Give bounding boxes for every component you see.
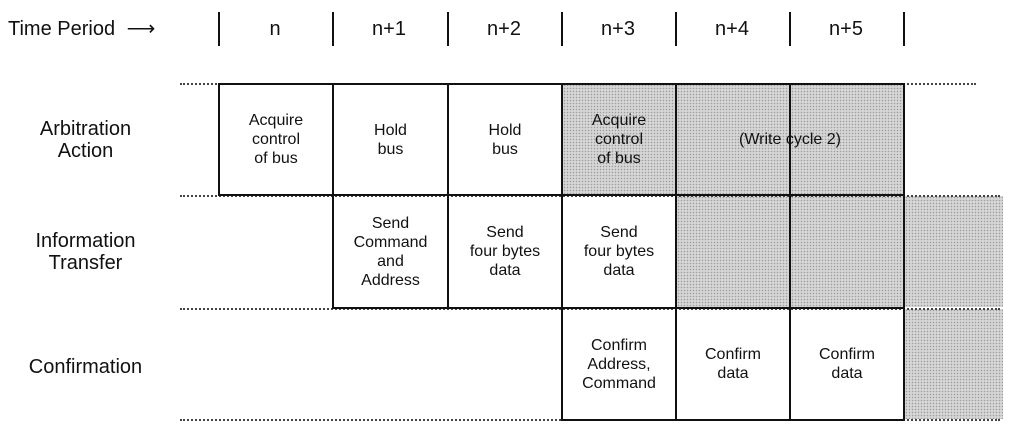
cell-info-n1: Send Command and Address bbox=[332, 194, 449, 309]
cell-arb-n2: Hold bus bbox=[447, 83, 563, 196]
header-separator bbox=[332, 12, 334, 46]
cell-arb-n1: Hold bus bbox=[332, 83, 449, 196]
header-separator bbox=[447, 12, 449, 46]
cell-info-n2: Send four bytes data bbox=[447, 194, 563, 309]
cell-conf-n3: Confirm Address, Command bbox=[561, 307, 677, 421]
cell-arb-n3-text: Acquire control of bus bbox=[591, 112, 647, 167]
cell-arb-n3: Acquire control of bus bbox=[561, 83, 677, 196]
write-cycle-2-shade-information bbox=[677, 196, 1003, 307]
row-label-confirmation: Confirmation bbox=[28, 356, 143, 378]
cell-arb-n2-text: Hold bus bbox=[488, 121, 522, 158]
header-separator bbox=[675, 12, 677, 46]
cell-info-n3-text: Send four bytes data bbox=[583, 224, 655, 279]
cell-info-n1-text: Send Command and Address bbox=[353, 214, 428, 289]
header-separator bbox=[903, 12, 905, 46]
cell-conf-n3-text: Confirm Address, Command bbox=[582, 336, 656, 392]
write-cycle-2-shade-confirmation bbox=[905, 309, 1003, 419]
cell-conf-n4-text: Confirm data bbox=[704, 346, 761, 382]
header-separator bbox=[218, 12, 220, 46]
period-n3: n+3 bbox=[601, 18, 635, 40]
cell-arb-n: Acquire control of bus bbox=[218, 83, 334, 196]
right-arrow-icon: ⟶ bbox=[126, 18, 156, 40]
cell-arb-n-text: Acquire control of bus bbox=[248, 112, 304, 167]
row-separator-info-conf bbox=[180, 308, 1000, 310]
cell-divider bbox=[789, 83, 791, 196]
write-cycle-2-shade-arbitration bbox=[563, 84, 903, 194]
cell-divider bbox=[903, 194, 905, 309]
cell-info-n3: Send four bytes data bbox=[561, 194, 677, 309]
cell-conf-n4: Confirm data bbox=[675, 307, 791, 421]
time-period-label: Time Period ⟶ bbox=[8, 18, 155, 40]
period-n4: n+4 bbox=[715, 18, 749, 40]
cell-info-n2-text: Send four bytes data bbox=[469, 224, 541, 279]
period-n5: n+5 bbox=[829, 18, 863, 40]
period-n: n bbox=[269, 18, 281, 40]
header-separator bbox=[789, 12, 791, 46]
header-separator bbox=[561, 12, 563, 46]
cell-divider bbox=[789, 194, 791, 309]
time-period-text: Time Period bbox=[8, 18, 116, 40]
row-label-information: Information Transfer bbox=[35, 230, 136, 274]
period-n2: n+2 bbox=[487, 18, 521, 40]
cell-conf-n5: Confirm data bbox=[789, 307, 905, 421]
row-separator-arb-info bbox=[180, 195, 1000, 197]
cell-arb-n1-text: Hold bus bbox=[374, 121, 407, 158]
row-label-arbitration: Arbitration Action bbox=[39, 118, 132, 162]
cell-conf-n5-text: Confirm data bbox=[818, 346, 875, 382]
period-n1: n+1 bbox=[372, 18, 406, 40]
